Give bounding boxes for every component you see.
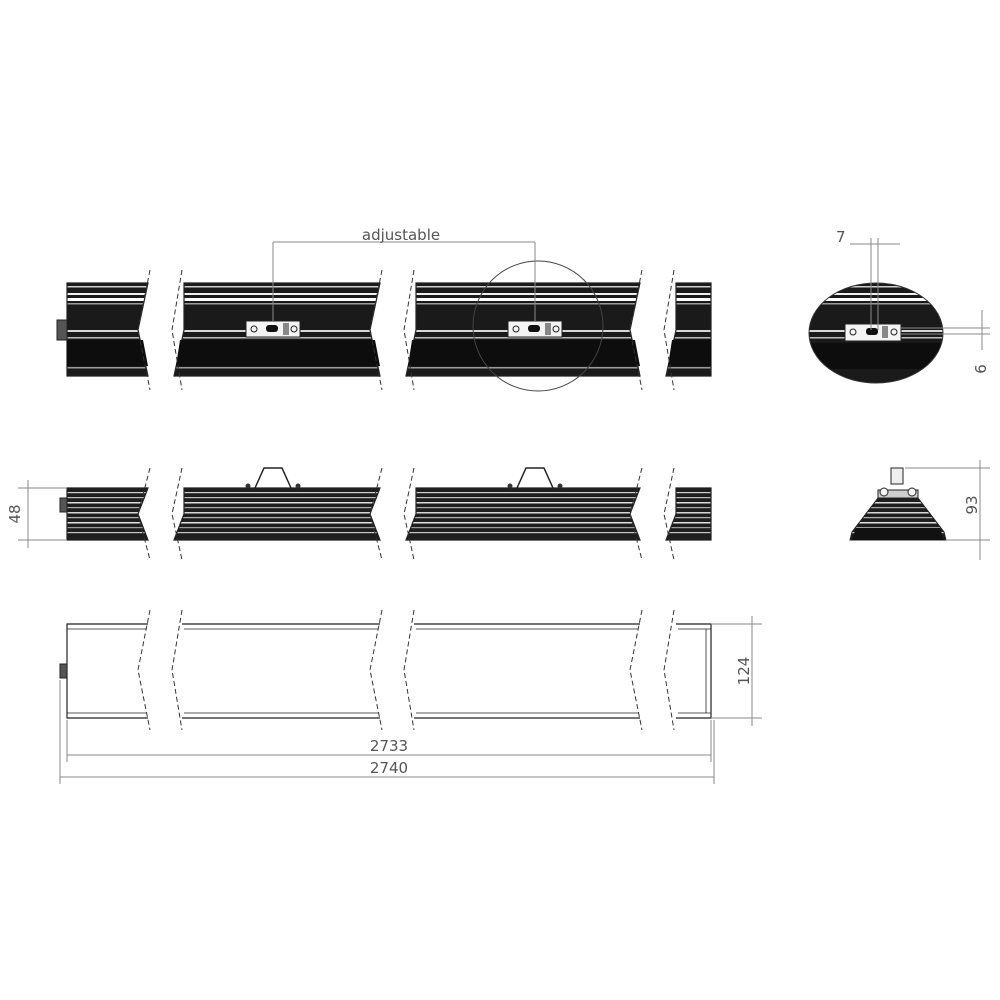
slot-width-label: 7 [836,228,846,246]
inner-length-dimension: 2733 [66,720,712,762]
total-length-label: 2740 [370,759,408,777]
connector-plug [56,319,68,341]
hanging-bracket-2 [516,467,554,489]
detail-view: 7 6 [808,228,990,384]
end-view: 93 [849,460,990,560]
slot-width-dimension: 7 [836,228,900,330]
break-lines-plan [137,609,675,731]
side-view: 48 [6,467,712,561]
side-view-segment-3 [405,487,641,541]
side-view-segment-1 [66,487,149,541]
mounting-bracket-2 [507,320,563,338]
body-height-dimension: 48 [6,480,67,548]
mounting-bracket-1 [245,320,301,338]
side-connector [59,497,68,513]
plan-connector [59,663,68,679]
side-view-segment-4 [665,487,712,541]
detail-circle [472,260,604,392]
hanging-bracket-1 [254,467,292,489]
total-height-label: 93 [963,495,981,514]
total-length-dimension: 2740 [59,680,715,784]
top-view-lower-band [67,340,711,366]
body-height-label: 48 [6,504,24,523]
body-width-dimension: 124 [711,616,762,726]
adjustable-label: adjustable [362,226,440,244]
plan-view: 124 2733 2740 [59,609,762,784]
body-width-label: 124 [735,657,753,686]
top-view: adjustable [56,226,712,392]
inner-length-label: 2733 [370,737,408,755]
slot-height-dimension: 6 [900,310,990,374]
break-lines-top [137,269,675,391]
detail-bracket [844,323,902,342]
adjustable-dimension: adjustable [272,226,536,321]
side-view-segment-2 [173,487,381,541]
total-height-dimension: 93 [905,460,990,560]
slot-height-label: 6 [972,364,990,374]
